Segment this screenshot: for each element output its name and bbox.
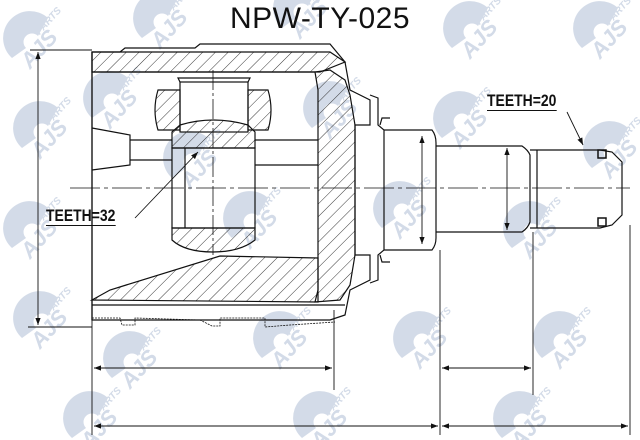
part-number-title: NPW-TY-025 — [229, 2, 411, 35]
outer-teeth-label: TEETH=20 — [487, 91, 557, 111]
inner-teeth-label: TEETH=32 — [46, 206, 116, 226]
